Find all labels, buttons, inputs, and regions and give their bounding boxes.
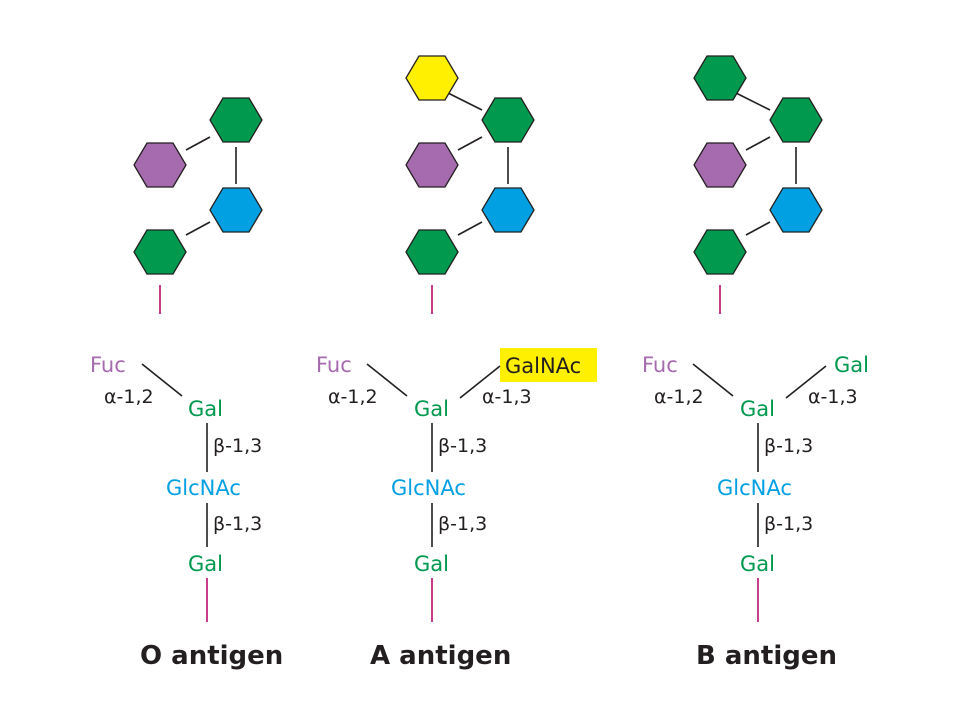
b-gal-bottom-label: Gal <box>740 552 775 576</box>
a-hexagon-structure <box>405 55 535 314</box>
b-formula: Fuc α-1,2 Gal α-1,3 Gal β-1,3 GlcNAc β-1… <box>642 353 869 622</box>
o-gal-bottom-label: Gal <box>188 552 223 576</box>
o-gal-top-hexagon <box>209 97 263 143</box>
a-galnac-highlight <box>500 348 597 382</box>
o-formula: Fuc α-1,2 Gal β-1,3 GlcNAc β-1,3 Gal <box>90 353 262 622</box>
b-edge-terminal-gal <box>735 92 771 111</box>
a-galnac-linkage: α-1,3 <box>482 386 532 408</box>
b-link-line-terminal <box>785 365 827 399</box>
o-glcnac-hexagon <box>209 187 263 233</box>
b-antigen-title: B antigen <box>696 641 837 671</box>
b-gal-top-hexagon <box>769 97 823 143</box>
a-fuc-hexagon <box>405 142 459 188</box>
o-linkage-1: β-1,3 <box>213 435 262 457</box>
o-gal-top-label: Gal <box>188 397 223 421</box>
o-edge-glcnac-gal <box>185 221 211 236</box>
b-terminal-gal-hexagon <box>693 55 747 101</box>
b-linkage-2: β-1,3 <box>764 513 813 535</box>
o-gal-bottom-hexagon <box>133 229 187 275</box>
a-formula: Fuc α-1,2 GalNAc α-1,3 Gal β-1,3 GlcNAc … <box>316 348 597 622</box>
a-link-line-fuc <box>366 363 408 397</box>
o-glcnac-label: GlcNAc <box>166 476 241 500</box>
b-fuc-linkage: α-1,2 <box>654 386 704 408</box>
a-antigen-title: A antigen <box>370 641 511 671</box>
b-gal-top-label: Gal <box>740 397 775 421</box>
o-fuc-hexagon <box>133 142 187 188</box>
a-glcnac-hexagon <box>481 187 535 233</box>
o-link-line-fuc <box>141 363 183 397</box>
b-glcnac-hexagon <box>769 187 823 233</box>
a-fuc-linkage: α-1,2 <box>328 386 378 408</box>
b-hexagon-structure <box>693 55 823 314</box>
b-linkage-1: β-1,3 <box>764 435 813 457</box>
a-fuc-label: Fuc <box>316 353 352 377</box>
b-edge-glcnac-gal <box>745 221 771 236</box>
a-gal-top-label: Gal <box>414 397 449 421</box>
a-link-line-galnac <box>459 365 501 399</box>
a-gal-top-hexagon <box>481 97 535 143</box>
a-galnac-hexagon <box>405 55 459 101</box>
a-linkage-2: β-1,3 <box>438 513 487 535</box>
b-edge-fuc-gal <box>745 136 771 151</box>
a-edge-galnac-gal <box>447 92 483 111</box>
b-antigen: Fuc α-1,2 Gal α-1,3 Gal β-1,3 GlcNAc β-1… <box>642 55 869 671</box>
b-link-line-fuc <box>692 363 734 397</box>
a-edge-glcnac-gal <box>457 221 483 236</box>
b-fuc-label: Fuc <box>642 353 678 377</box>
o-fuc-label: Fuc <box>90 353 126 377</box>
o-edge-fuc-gal <box>185 136 211 151</box>
o-fuc-linkage: α-1,2 <box>104 386 154 408</box>
a-edge-fuc-gal <box>457 136 483 151</box>
b-gal-bottom-hexagon <box>693 229 747 275</box>
a-galnac-label: GalNAc <box>505 354 581 378</box>
b-fuc-hexagon <box>693 142 747 188</box>
o-linkage-2: β-1,3 <box>213 513 262 535</box>
a-linkage-1: β-1,3 <box>438 435 487 457</box>
b-terminal-gal-label: Gal <box>834 353 869 377</box>
a-gal-bottom-label: Gal <box>414 552 449 576</box>
a-glcnac-label: GlcNAc <box>391 476 466 500</box>
a-antigen: Fuc α-1,2 GalNAc α-1,3 Gal β-1,3 GlcNAc … <box>316 55 597 671</box>
a-gal-bottom-hexagon <box>405 229 459 275</box>
b-terminal-linkage: α-1,3 <box>808 386 858 408</box>
o-antigen: Fuc α-1,2 Gal β-1,3 GlcNAc β-1,3 Gal O a… <box>90 97 283 671</box>
o-hexagon-structure <box>133 97 263 314</box>
o-antigen-title: O antigen <box>140 641 283 671</box>
b-glcnac-label: GlcNAc <box>717 476 792 500</box>
